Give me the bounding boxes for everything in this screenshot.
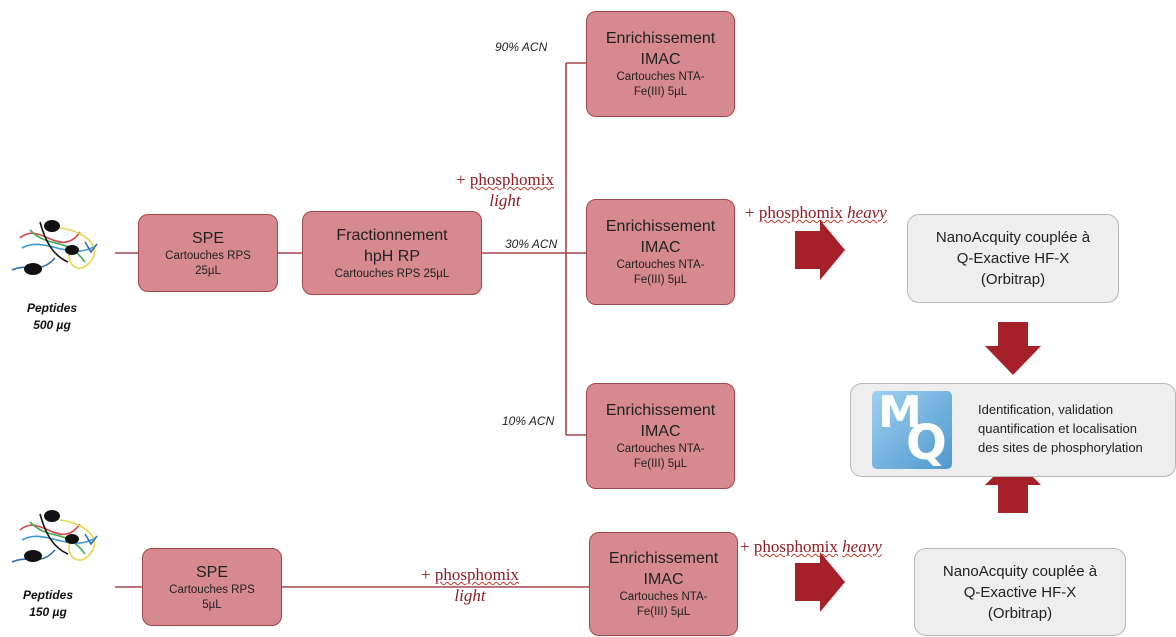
phospho-heavy-bottom-plus: + bbox=[740, 537, 750, 556]
imac-bottom-box: Enrichissement IMAC Cartouches NTA- Fe(I… bbox=[589, 532, 738, 636]
peptides-bottom-line1: Peptides bbox=[22, 588, 73, 602]
nano-top-line1: NanoAcquity couplée à bbox=[935, 229, 1091, 246]
imac-30-box: Enrichissement IMAC Cartouches NTA- Fe(I… bbox=[586, 199, 735, 305]
phosphomix-light-top: + phosphomix light bbox=[440, 169, 570, 211]
nanoacquity-top-box: NanoAcquity couplée à Q-Exactive HF-X (O… bbox=[907, 214, 1119, 303]
phospho-light-top-word: phosphomix bbox=[469, 170, 554, 189]
peptides-top-line2: 500 µg bbox=[33, 318, 71, 332]
spe-top-title: SPE bbox=[191, 229, 224, 247]
imac-90-title1: Enrichissement bbox=[605, 30, 716, 47]
imac-30-sub1: Cartouches NTA- bbox=[616, 259, 705, 271]
imac-10-box: Enrichissement IMAC Cartouches NTA- Fe(I… bbox=[586, 383, 735, 489]
phosphomix-heavy-top: + phosphomix heavy bbox=[745, 202, 915, 223]
nano-top-line3: (Orbitrap) bbox=[980, 271, 1046, 288]
nanoacquity-bottom-box: NanoAcquity couplée à Q-Exactive HF-X (O… bbox=[914, 548, 1126, 636]
imac-10-sub2: Fe(III) 5µL bbox=[633, 458, 688, 470]
phospho-light-bottom-plus: + bbox=[421, 565, 431, 584]
mq-logo-q: Q bbox=[906, 415, 947, 471]
imac-10-title1: Enrichissement bbox=[605, 402, 716, 419]
fraction-title2: hpH RP bbox=[363, 247, 421, 265]
nano-bottom-line1: NanoAcquity couplée à bbox=[942, 562, 1098, 580]
imac-bottom-sub1: Cartouches NTA- bbox=[619, 591, 708, 603]
maxquant-logo-icon: M Q bbox=[872, 387, 952, 471]
nano-bottom-line3: (Orbitrap) bbox=[987, 604, 1053, 622]
fractionnement-box: Fractionnement hpH RP Cartouches RPS 25µ… bbox=[302, 211, 482, 295]
spe-bottom-title: SPE bbox=[195, 563, 228, 581]
phospho-light-bottom-word: phosphomix bbox=[434, 565, 519, 584]
imac-30-sub2: Fe(III) 5µL bbox=[633, 274, 688, 286]
imac-bottom-title1: Enrichissement bbox=[608, 550, 719, 567]
acn-90-label: 90% ACN bbox=[495, 40, 548, 54]
peptide-illustration-top bbox=[11, 220, 98, 275]
phospho-heavy-top-word: phosphomix bbox=[758, 203, 843, 222]
spe-top-box: SPE Cartouches RPS 25µL bbox=[138, 214, 278, 292]
mq-line3: des sites de phosphorylation bbox=[978, 440, 1143, 455]
peptide-illustration-bottom bbox=[11, 510, 98, 563]
phospho-light-top-plus: + bbox=[456, 170, 466, 189]
spe-top-sub2: 25µL bbox=[195, 264, 221, 277]
acn-10-label: 10% ACN bbox=[502, 414, 555, 428]
spe-bottom-sub2: 5µL bbox=[202, 598, 222, 611]
imac-10-sub1: Cartouches NTA- bbox=[616, 443, 705, 455]
arrow-right-top bbox=[795, 220, 845, 280]
spe-bottom-box: SPE Cartouches RPS 5µL bbox=[142, 548, 282, 626]
imac-90-sub1: Cartouches NTA- bbox=[616, 71, 705, 83]
spe-bottom-sub1: Cartouches RPS bbox=[169, 583, 255, 596]
mq-line1: Identification, validation bbox=[978, 402, 1114, 417]
imac-30-title2: IMAC bbox=[640, 239, 681, 256]
fraction-sub: Cartouches RPS 25µL bbox=[334, 267, 450, 280]
phospho-heavy-top-kind: heavy bbox=[847, 203, 887, 222]
nano-top-line2: Q-Exactive HF-X bbox=[956, 250, 1070, 267]
acn-30-label: 30% ACN bbox=[505, 237, 558, 251]
imac-bottom-sub2: Fe(III) 5µL bbox=[636, 606, 691, 618]
spe-top-sub1: Cartouches RPS bbox=[165, 249, 251, 262]
phospho-heavy-top-plus: + bbox=[745, 203, 755, 222]
peptides-top-line1: Peptides bbox=[26, 301, 77, 315]
phospho-light-bottom-kind: light bbox=[454, 586, 486, 605]
imac-30-title1: Enrichissement bbox=[605, 218, 716, 235]
imac-bottom-title2: IMAC bbox=[643, 571, 684, 588]
imac-90-box: Enrichissement IMAC Cartouches NTA- Fe(I… bbox=[586, 11, 735, 117]
mq-logo-m: M bbox=[878, 387, 922, 438]
maxquant-description: Identification, validation quantificatio… bbox=[978, 400, 1173, 457]
phospho-heavy-bottom-word: phosphomix bbox=[753, 537, 838, 556]
imac-90-title2: IMAC bbox=[640, 51, 681, 68]
arrow-down bbox=[985, 322, 1041, 375]
phosphomix-heavy-bottom: + phosphomix heavy bbox=[740, 536, 910, 557]
peptides-bottom-label: Peptides 150 µg bbox=[8, 587, 88, 621]
peptides-top-label: Peptides 500 µg bbox=[12, 300, 92, 334]
imac-90-sub2: Fe(III) 5µL bbox=[633, 86, 688, 98]
nano-bottom-line2: Q-Exactive HF-X bbox=[963, 583, 1077, 601]
phospho-heavy-bottom-kind: heavy bbox=[842, 537, 882, 556]
phospho-light-top-kind: light bbox=[489, 191, 521, 210]
imac-10-title2: IMAC bbox=[640, 423, 681, 440]
fraction-title1: Fractionnement bbox=[336, 226, 448, 244]
phosphomix-light-bottom: + phosphomix light bbox=[405, 564, 535, 606]
mq-line2: quantification et localisation bbox=[978, 421, 1137, 436]
arrow-right-bottom bbox=[795, 552, 845, 612]
peptides-bottom-line2: 150 µg bbox=[29, 605, 67, 619]
